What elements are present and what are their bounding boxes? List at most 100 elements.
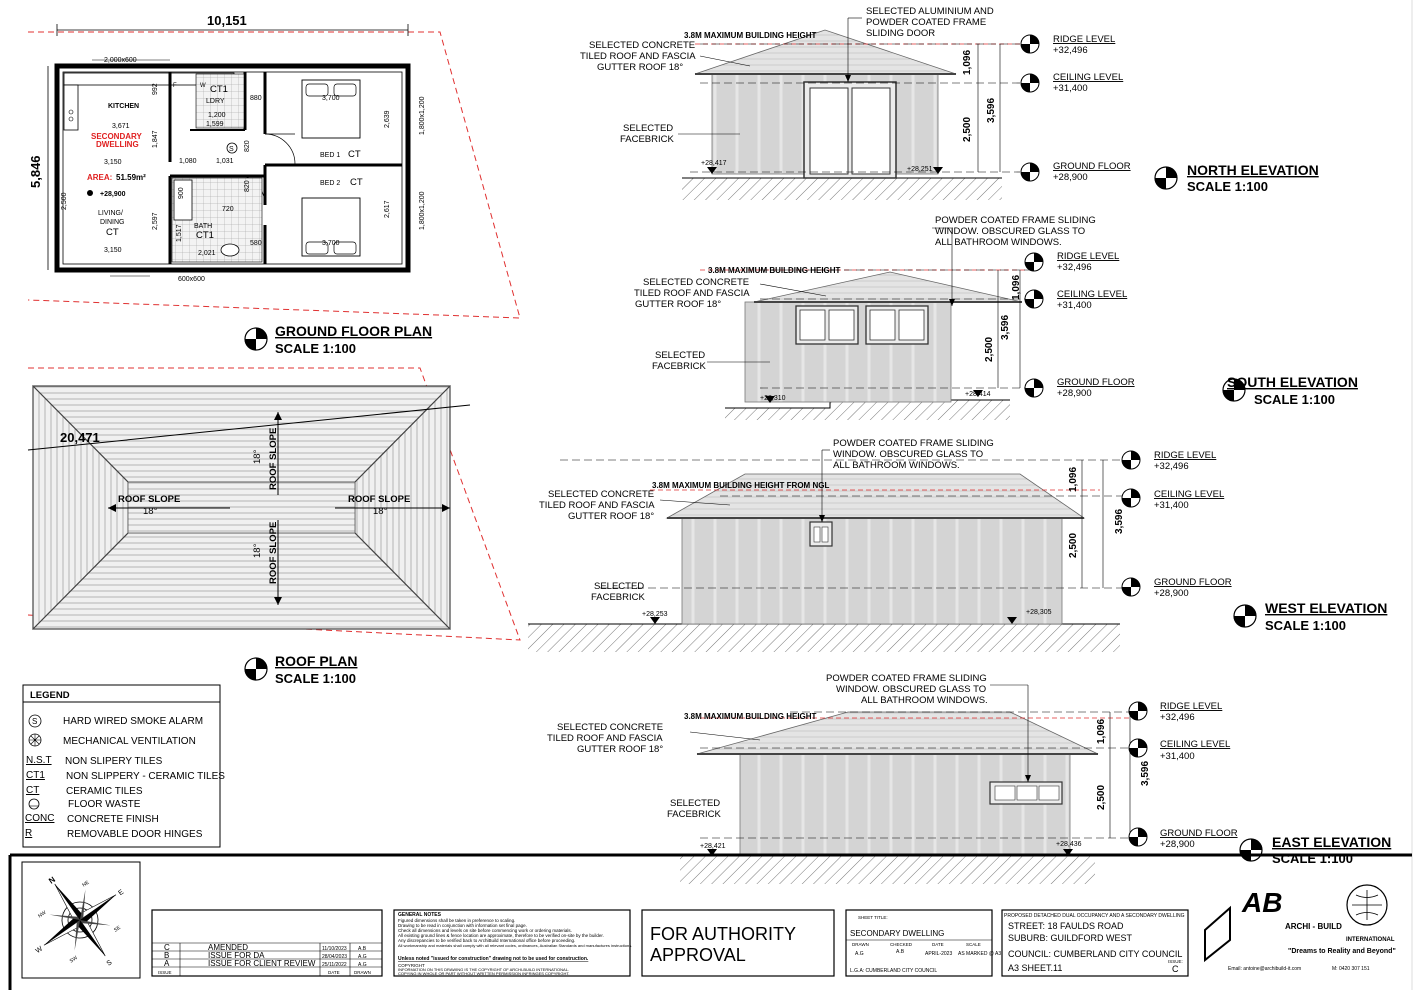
legend-text-5: FLOOR WASTE xyxy=(68,799,141,810)
ground-floor-plan-title: GROUND FLOOR PLAN xyxy=(275,323,432,339)
south-roof-note-3: GUTTER ROOF 18° xyxy=(635,299,721,310)
roof-slope-right: ROOF SLOPE xyxy=(348,494,410,505)
smoke-alarm-legend-icon xyxy=(28,714,42,728)
north-roof-note-2: TILED ROOF AND FASCIA xyxy=(580,51,696,62)
south-spot-left: +28,310 xyxy=(760,395,786,402)
east-brick-note-2: FACEBRICK xyxy=(667,809,722,820)
south-win-note-3: ALL BATHROOM WINDOWS. xyxy=(935,237,1062,248)
date-value: APRIL-2023 xyxy=(925,951,952,957)
east-scale: SCALE 1:100 xyxy=(1272,851,1353,866)
dim-side-window-1: 1,800x1,200 xyxy=(419,96,426,135)
west-win-note-3: ALL BATHROOM WINDOWS. xyxy=(833,460,960,471)
plan-level: +28,900 xyxy=(100,191,126,198)
checked-label: CHECKED xyxy=(890,942,913,947)
issue-value: C xyxy=(1172,964,1179,974)
roof-slope-bottom-deg: 18° xyxy=(252,543,263,558)
west-d3: 2,500 xyxy=(1068,533,1079,558)
copyright-l2: COPYING IN WHOLE OR PART WITHOUT WRITTEN… xyxy=(398,971,570,976)
dim-3150a: 3,150 xyxy=(104,159,122,166)
legend-code-7: R xyxy=(25,828,32,839)
legend-text-1: MECHANICAL VENTILATION xyxy=(63,736,196,747)
east-elevation: 1,096 2,500 3,596 RIDGE LEVEL +32,496 CE… xyxy=(547,673,1391,884)
south-d1: 1,096 xyxy=(1011,275,1022,300)
rev-1-desc: ISSUE FOR DA xyxy=(208,951,265,960)
north-roof-note-1: SELECTED CONCRETE xyxy=(589,40,695,51)
issue-label: ISSUE: xyxy=(1168,959,1183,964)
west-ground: GROUND FLOOR xyxy=(1154,577,1232,588)
east-win-note-2: WINDOW. OBSCURED GLASS TO xyxy=(836,684,986,695)
north-d1: 1,096 xyxy=(962,50,973,75)
north-ridge: RIDGE LEVEL xyxy=(1053,34,1115,45)
legend-text-7: REMOVABLE DOOR HINGES xyxy=(67,829,203,840)
rev-2-desc: ISSUE FOR CLIENT REVIEW xyxy=(208,959,316,968)
rev-0-desc: AMENDED xyxy=(208,943,248,952)
compass-s: S xyxy=(106,959,114,968)
west-spot-right: +28,305 xyxy=(1026,609,1052,616)
legend-title: LEGEND xyxy=(30,690,70,701)
logo-main: ARCHI - BUILD xyxy=(1285,922,1342,931)
fridge-label: F xyxy=(173,83,177,89)
east-roof-note-3: GUTTER ROOF 18° xyxy=(577,744,663,755)
dim-2500: 2,500 xyxy=(61,192,68,210)
rev-2-date: 25/11/2022 xyxy=(322,962,347,968)
west-roof-note-3: GUTTER ROOF 18° xyxy=(568,511,654,522)
rev-0-by: A.B xyxy=(358,946,367,952)
washer-label: W xyxy=(200,83,206,89)
dim-1847: 1,847 xyxy=(152,130,159,148)
roof-plan-scale: SCALE 1:100 xyxy=(275,671,356,686)
logo-tagline: "Dreams to Reality and Beyond" xyxy=(1288,948,1396,955)
room-bed2-ct: CT xyxy=(350,177,363,188)
east-title: EAST ELEVATION xyxy=(1272,834,1391,850)
west-win-note-1: POWDER COATED FRAME SLIDING xyxy=(833,438,994,449)
area-value: 51.59m² xyxy=(116,173,146,182)
south-ceiling-val: +31,400 xyxy=(1057,300,1092,311)
north-ground: GROUND FLOOR xyxy=(1053,161,1131,172)
roof-plan-title: ROOF PLAN xyxy=(275,653,357,669)
roof-slope-right-deg: 18° xyxy=(373,506,388,517)
smoke-alarm-icon xyxy=(226,142,238,154)
south-ridge-val: +32,496 xyxy=(1057,262,1092,273)
north-title: NORTH ELEVATION xyxy=(1187,162,1319,178)
north-roof-note-3: GUTTER ROOF 18° xyxy=(597,62,683,73)
north-door-note-2: POWDER COATED FRAME xyxy=(866,17,986,28)
dim-top-window: 2,000x600 xyxy=(104,57,137,64)
room-secondary: SECONDARY xyxy=(91,132,142,141)
south-ceiling: CEILING LEVEL xyxy=(1057,289,1127,300)
title-block: N S E W NE NW SE SW C AMENDED 11/10/2023… xyxy=(8,853,1412,990)
south-d2: 3,596 xyxy=(1000,315,1011,340)
west-d1: 1,096 xyxy=(1068,467,1079,492)
west-ridge-val: +32,496 xyxy=(1154,461,1189,472)
south-ridge: RIDGE LEVEL xyxy=(1057,251,1119,262)
sheet-title-label: SHEET TITLE: xyxy=(858,915,888,920)
general-note-1: Drawing to be read in conjunction with i… xyxy=(398,923,527,928)
north-ceiling: CEILING LEVEL xyxy=(1053,72,1123,83)
dim-992: 992 xyxy=(152,83,159,95)
south-d3: 2,500 xyxy=(984,337,995,362)
north-spot-right: +28,251 xyxy=(907,166,933,173)
dim-1599: 1,599 xyxy=(206,121,224,128)
sheet-number: A3 SHEET.11 xyxy=(1008,963,1062,973)
south-roof-note-2: TILED ROOF AND FASCIA xyxy=(634,288,750,299)
roof-diag-dim: 20,471 xyxy=(60,430,100,445)
dim-1200: 1,200 xyxy=(208,112,226,119)
north-ceiling-val: +31,400 xyxy=(1053,83,1088,94)
suburb: SUBURB: GUILDFORD WEST xyxy=(1008,933,1133,943)
legend-code-2: N.S.T xyxy=(26,755,52,766)
general-note-5: All workmanship and materials shall comp… xyxy=(398,943,632,948)
dim-820a: 820 xyxy=(244,140,251,152)
north-compass-icon: N S E W NE NW SE SW xyxy=(35,875,126,968)
rev-1-date: 28/04/2023 xyxy=(322,954,347,960)
east-spot-left: +28,421 xyxy=(700,843,726,850)
roof-slope-top: ROOF SLOPE xyxy=(268,428,279,490)
legend-code-3: CT1 xyxy=(26,770,45,781)
street: STREET: 18 FAULDS ROAD xyxy=(1008,921,1124,931)
dim-580: 580 xyxy=(250,240,262,247)
construction-note: Unless noted "issued for construction" d… xyxy=(398,956,589,962)
south-elevation: 1,096 2,500 3,596 RIDGE LEVEL +32,496 CE… xyxy=(634,215,1358,420)
smoke-alarm-s: S xyxy=(229,146,234,153)
east-roof-note-2: TILED ROOF AND FASCIA xyxy=(547,733,663,744)
dim-2617: 2,617 xyxy=(384,200,391,218)
north-max-height: 3.8M MAXIMUM BUILDING HEIGHT xyxy=(684,31,817,40)
west-spot-left: +28,253 xyxy=(642,611,668,618)
south-spot-right: +28,414 xyxy=(965,391,991,398)
